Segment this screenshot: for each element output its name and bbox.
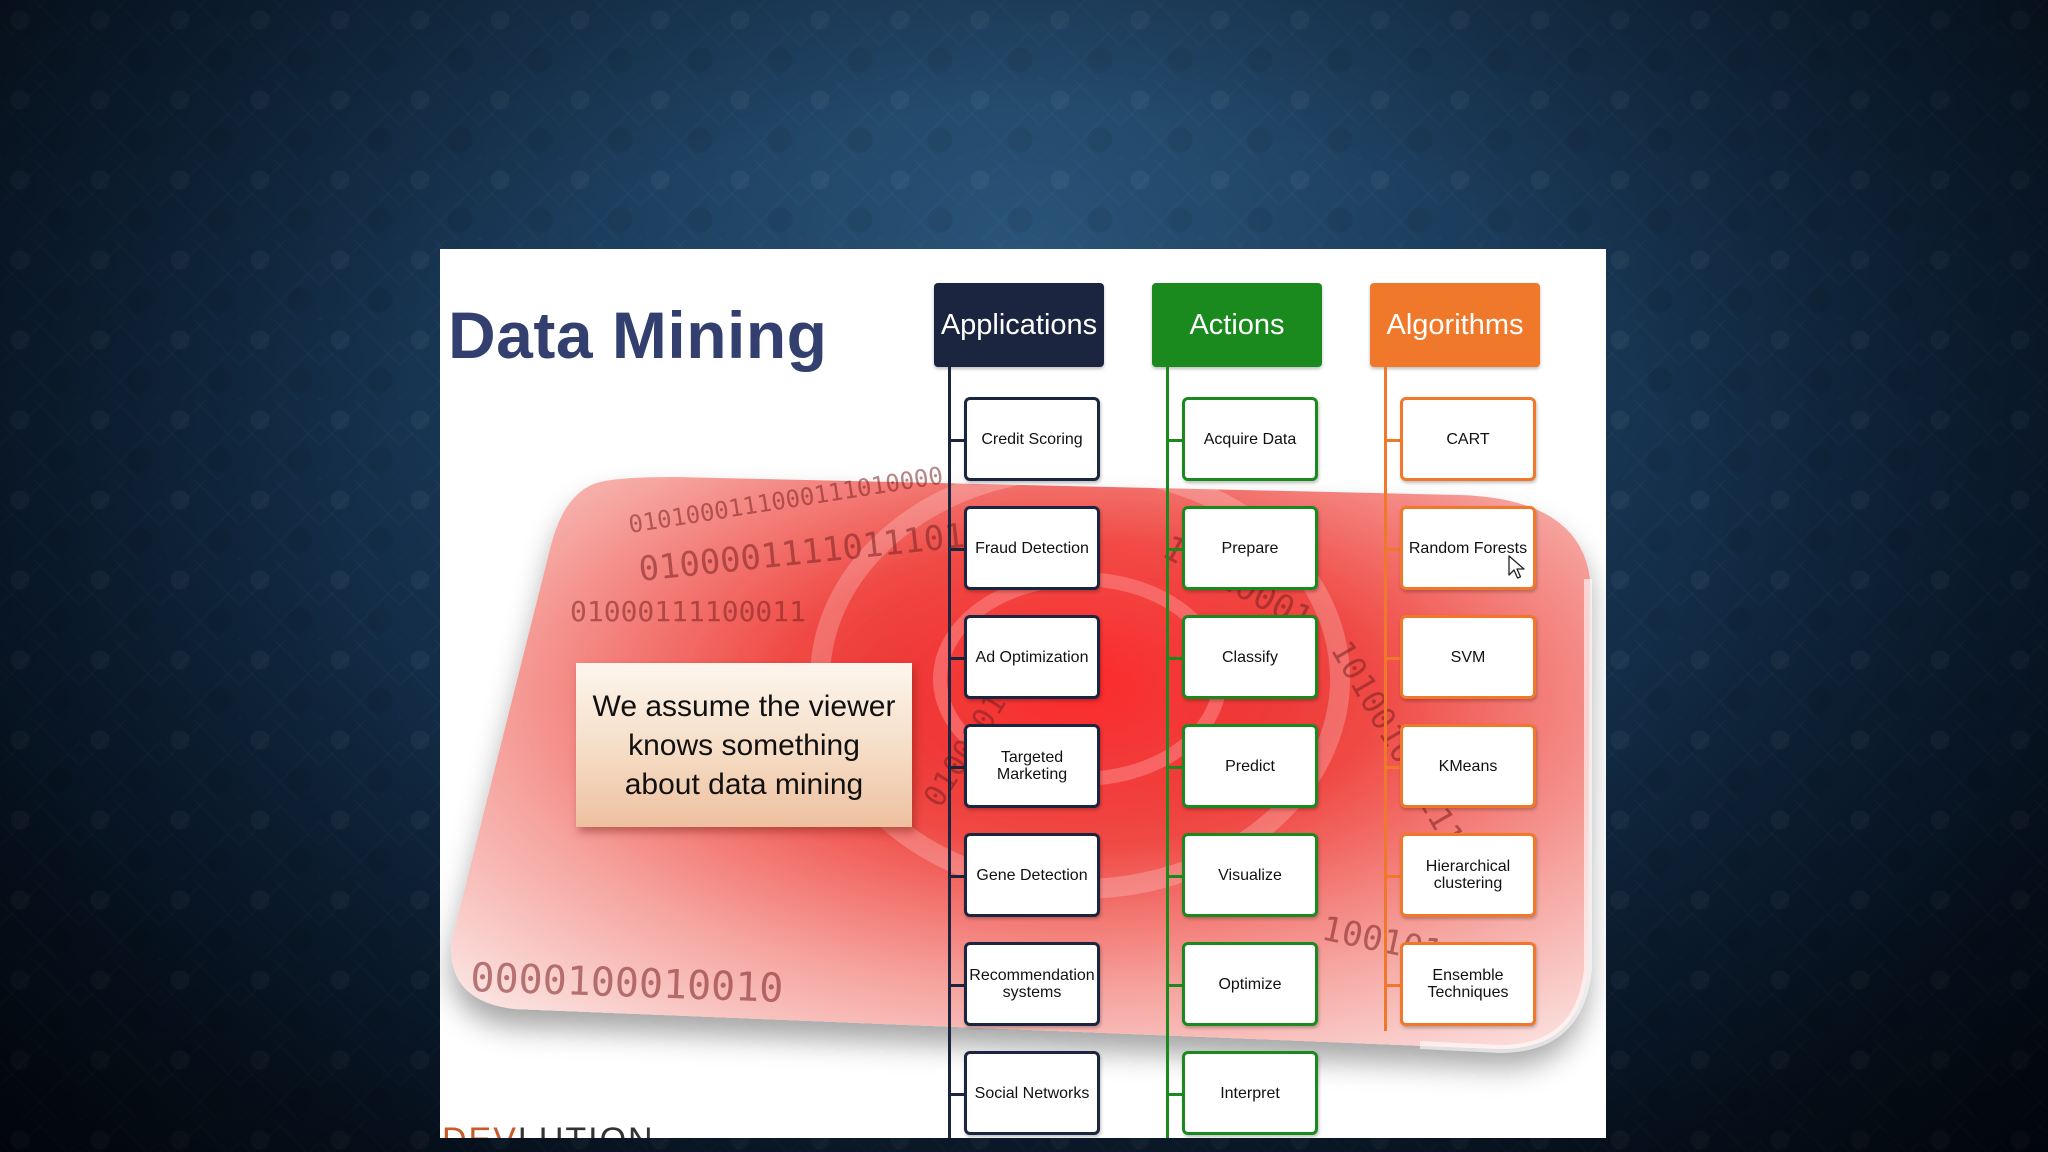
applications-item-gene-detection: Gene Detection (964, 833, 1100, 917)
callout-text: We assume the viewer knows something abo… (592, 689, 896, 801)
algorithms-tick (1384, 439, 1400, 442)
actions-item-interpret: Interpret (1182, 1051, 1318, 1135)
algorithms-connector (1384, 367, 1387, 1031)
mouse-pointer-icon (1508, 555, 1525, 579)
actions-item-predict: Predict (1182, 724, 1318, 808)
company-logo: DEVLUTION (442, 1121, 655, 1138)
actions-item-prepare: Prepare (1182, 506, 1318, 590)
actions-tick (1166, 657, 1182, 660)
page-title: Data Mining (448, 298, 828, 372)
actions-tick (1166, 984, 1182, 987)
logo-text-right: LUTION (518, 1121, 655, 1138)
algorithms-tick (1384, 657, 1400, 660)
slide: 0101000111000111010000 01000011110111010… (440, 249, 1606, 1138)
applications-tick (948, 548, 964, 551)
applications-tick (948, 766, 964, 769)
actions-connector (1166, 367, 1169, 1138)
algorithms-item-svm: SVM (1400, 615, 1536, 699)
algorithms-item-kmeans: KMeans (1400, 724, 1536, 808)
actions-tick (1166, 548, 1182, 551)
algorithms-tick (1384, 875, 1400, 878)
algorithms-tick (1384, 766, 1400, 769)
applications-item-fraud-detection: Fraud Detection (964, 506, 1100, 590)
applications-connector (948, 367, 951, 1138)
applications-item-social-networks: Social Networks (964, 1051, 1100, 1135)
algorithms-item-cart: CART (1400, 397, 1536, 481)
actions-tick (1166, 439, 1182, 442)
applications-item-recommendation-systems: Recommendation systems (964, 942, 1100, 1026)
algorithms-item-hierarchical-clustering: Hierarchical clustering (1400, 833, 1536, 917)
actions-tick (1166, 875, 1182, 878)
algorithms-tick (1384, 548, 1400, 551)
assumption-callout: We assume the viewer knows something abo… (576, 663, 912, 827)
applications-tick (948, 875, 964, 878)
applications-item-targeted-marketing: Targeted Marketing (964, 724, 1100, 808)
algorithms-item-ensemble-techniques: Ensemble Techniques (1400, 942, 1536, 1026)
actions-tick (1166, 1093, 1182, 1096)
actions-item-visualize: Visualize (1182, 833, 1318, 917)
actions-item-optimize: Optimize (1182, 942, 1318, 1026)
algorithms-item-random-forests: Random Forests (1400, 506, 1536, 590)
applications-header: Applications (934, 283, 1104, 367)
applications-tick (948, 657, 964, 660)
actions-item-classify: Classify (1182, 615, 1318, 699)
applications-tick (948, 1093, 964, 1096)
binary-text-4: 0000100010010 (470, 955, 784, 1012)
logo-text-left: DEV (442, 1121, 518, 1138)
algorithms-tick (1384, 984, 1400, 987)
algorithms-header: Algorithms (1370, 283, 1540, 367)
binary-text-3: 01000111100011 (570, 595, 806, 628)
applications-tick (948, 439, 964, 442)
applications-tick (948, 984, 964, 987)
actions-header: Actions (1152, 283, 1322, 367)
actions-item-acquire-data: Acquire Data (1182, 397, 1318, 481)
applications-item-ad-optimization: Ad Optimization (964, 615, 1100, 699)
applications-item-credit-scoring: Credit Scoring (964, 397, 1100, 481)
actions-tick (1166, 766, 1182, 769)
